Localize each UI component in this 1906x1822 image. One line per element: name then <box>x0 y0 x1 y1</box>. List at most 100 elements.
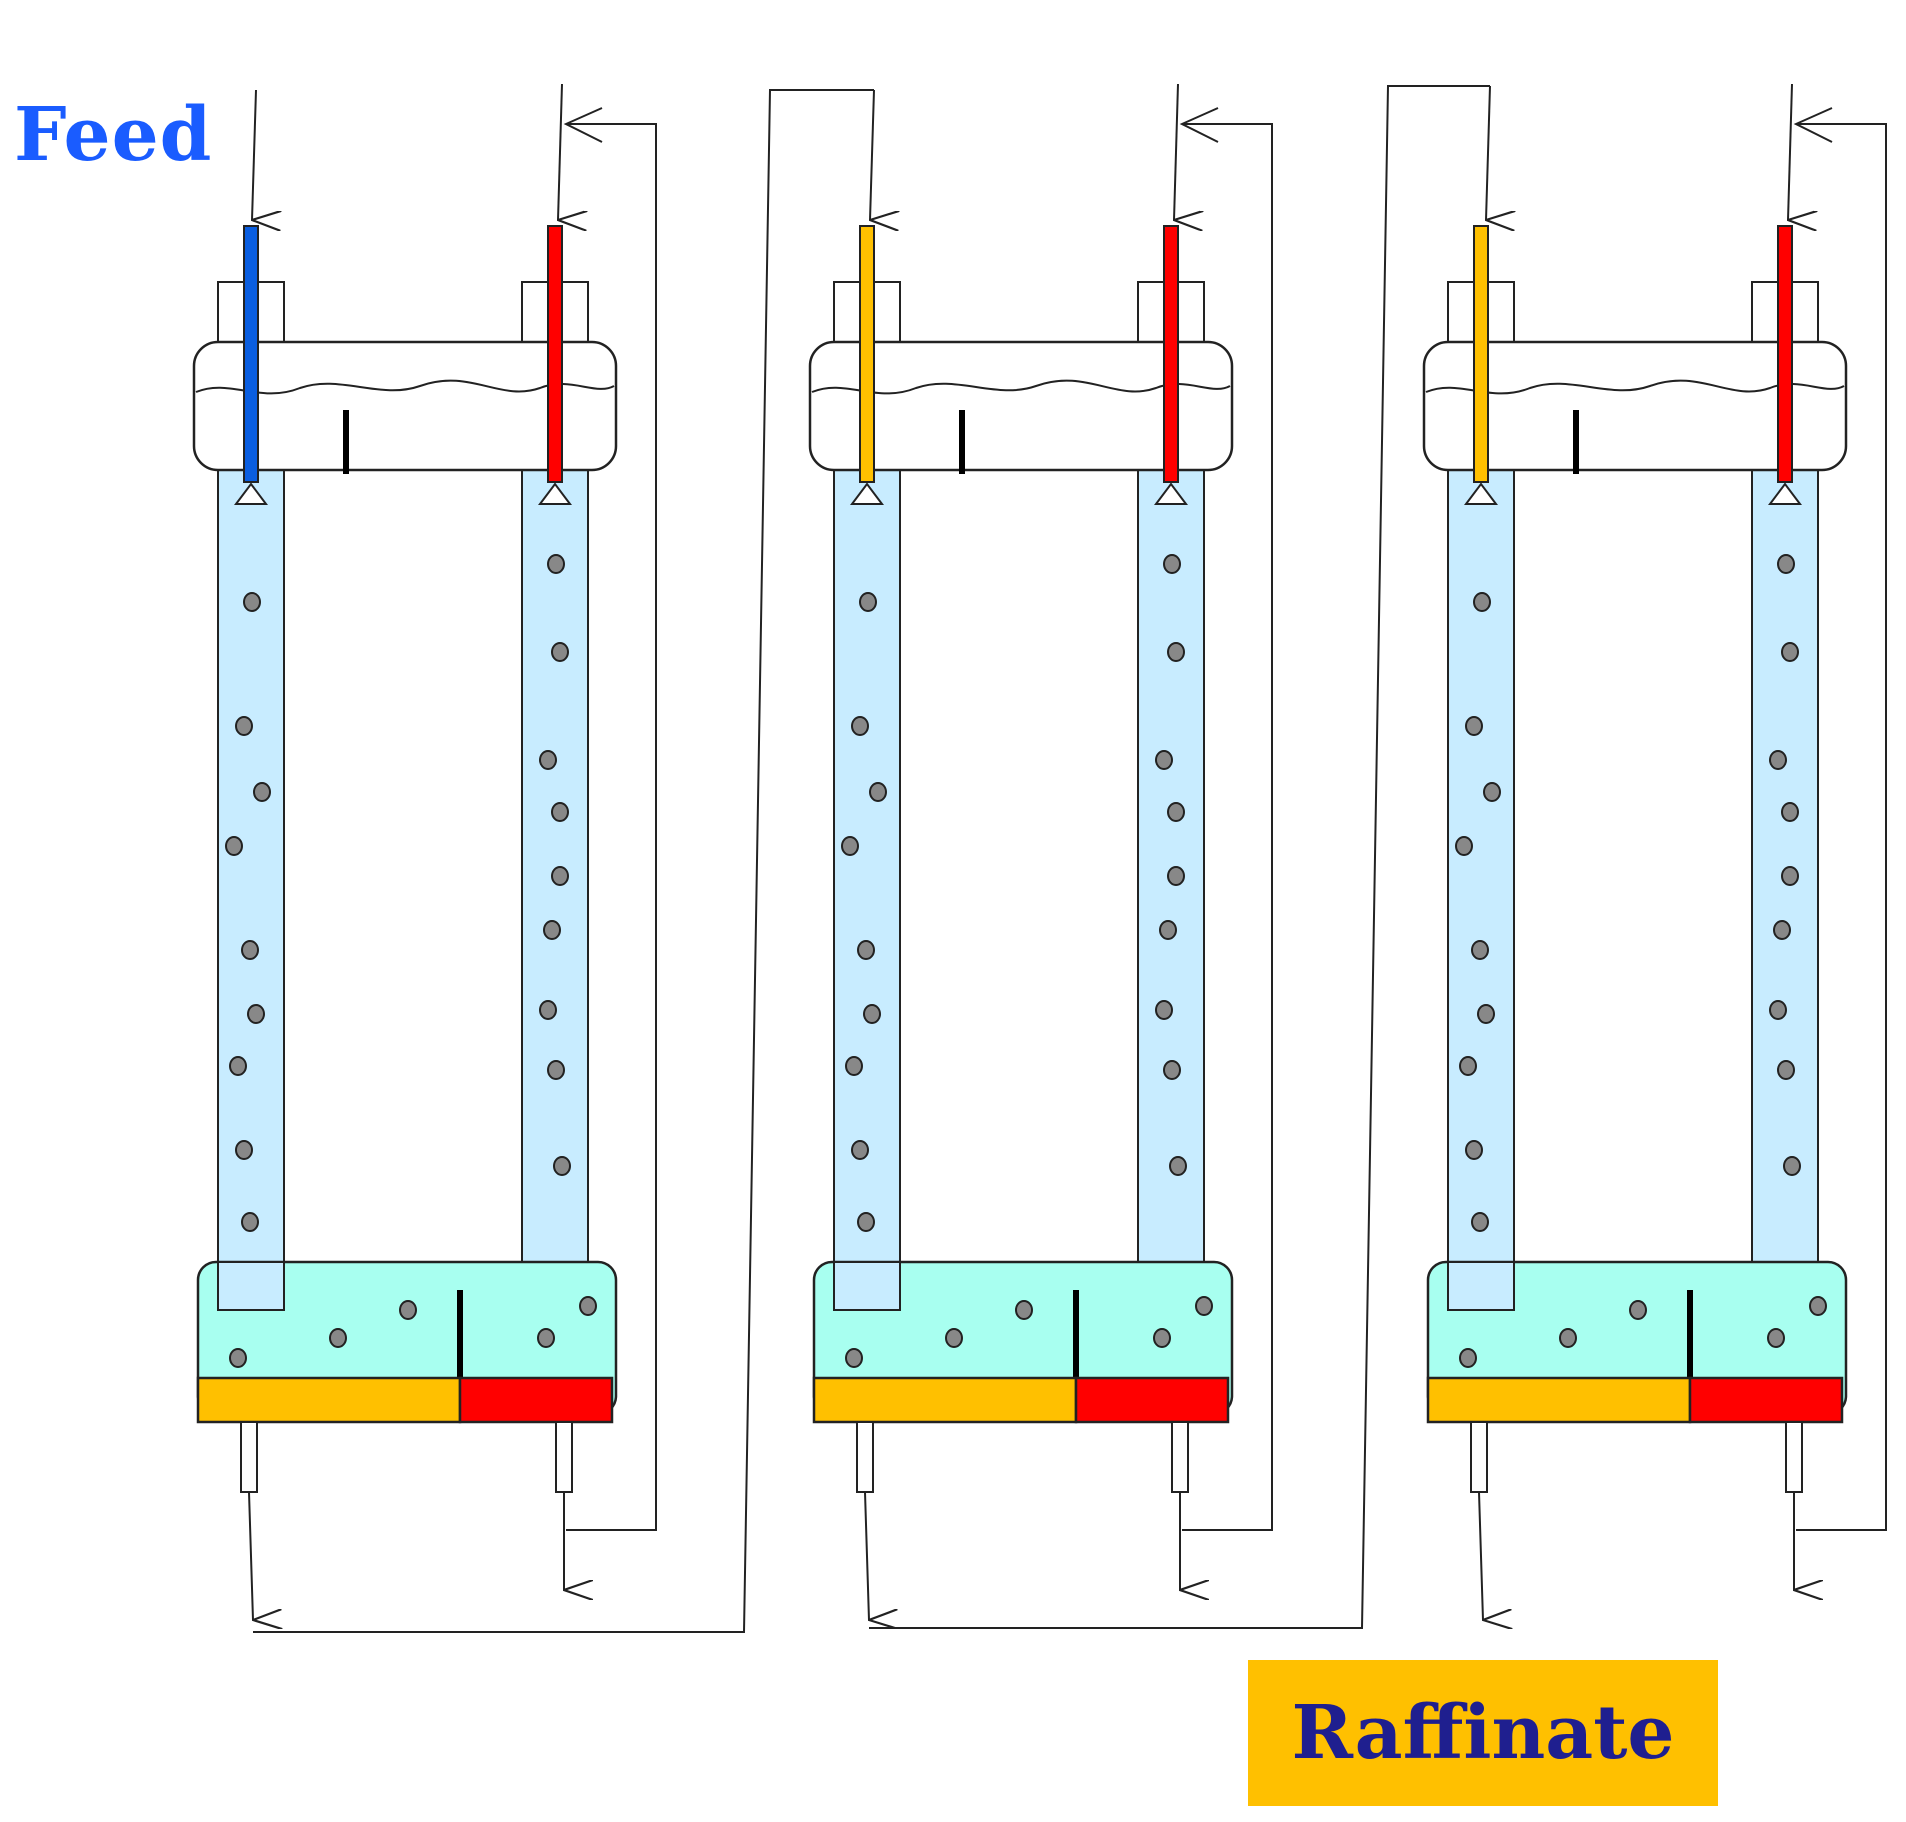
feed-label: Feed <box>14 92 213 178</box>
droplet <box>1163 554 1181 574</box>
raffinate-box: Raffinate <box>1248 1660 1718 1806</box>
light-outlet-stub <box>1470 1421 1488 1493</box>
top-header <box>808 340 1234 472</box>
droplet <box>539 750 557 770</box>
right-inlet-arrow <box>1174 83 1178 220</box>
droplet <box>1777 554 1795 574</box>
right-nozzle <box>1768 482 1802 505</box>
heavy-phase-layer <box>1074 1376 1230 1424</box>
droplet <box>243 592 261 612</box>
droplet <box>1163 1060 1181 1080</box>
interstage-connectors <box>252 85 1490 1633</box>
droplet <box>1195 1296 1213 1316</box>
left-nozzle <box>850 482 884 505</box>
droplet <box>553 1156 571 1176</box>
droplet <box>945 1328 963 1348</box>
left-inlet-pipe <box>243 225 259 483</box>
droplet <box>539 1000 557 1020</box>
droplet <box>869 782 887 802</box>
right-inlet-pipe <box>1163 225 1179 483</box>
heavy-phase-layer <box>458 1376 614 1424</box>
left-inlet-pipe <box>1473 225 1489 483</box>
droplet <box>229 1056 247 1076</box>
droplet <box>543 920 561 940</box>
left-nozzle <box>1464 482 1498 505</box>
droplet <box>857 1212 875 1232</box>
transfer-stage1-to-stage2-arrow <box>870 89 874 220</box>
droplet <box>329 1328 347 1348</box>
droplet <box>851 1140 869 1160</box>
droplet <box>1483 782 1501 802</box>
droplet <box>1629 1300 1647 1320</box>
transfer-stage2-to-stage3-arrow <box>1486 85 1490 220</box>
droplet <box>551 802 569 822</box>
droplet <box>579 1296 597 1316</box>
droplet <box>1773 920 1791 940</box>
droplet <box>1769 1000 1787 1020</box>
droplet <box>235 716 253 736</box>
extraction-stage-1 <box>192 83 657 1620</box>
droplet <box>1767 1328 1785 1348</box>
light-outlet-arrow <box>864 1491 869 1620</box>
feed-inlet-arrow <box>252 89 256 220</box>
droplet <box>1155 1000 1173 1020</box>
transfer-stage2-to-stage3 <box>869 85 1490 1629</box>
right-nozzle <box>538 482 572 505</box>
droplet <box>1465 716 1483 736</box>
droplet <box>1459 1056 1477 1076</box>
droplet <box>863 1004 881 1024</box>
droplet <box>1783 1156 1801 1176</box>
droplet <box>1781 802 1799 822</box>
extraction-stage-2 <box>808 83 1273 1620</box>
droplet <box>547 554 565 574</box>
droplet <box>1477 1004 1495 1024</box>
transfer-stage1-to-stage2 <box>253 89 874 1633</box>
droplet <box>1459 1348 1477 1368</box>
droplet <box>1169 1156 1187 1176</box>
droplet <box>1155 750 1173 770</box>
droplet <box>1153 1328 1171 1348</box>
recycle-line <box>1796 123 1887 1531</box>
recycle-line <box>566 123 657 1531</box>
droplet <box>1471 1212 1489 1232</box>
recycle-arrowhead <box>1179 107 1219 143</box>
extraction-stage-3 <box>1422 83 1887 1620</box>
droplet <box>1159 920 1177 940</box>
top-header <box>1422 340 1848 472</box>
droplet <box>225 836 243 856</box>
droplet <box>253 782 271 802</box>
droplet <box>1167 866 1185 886</box>
right-inlet-pipe <box>1777 225 1793 483</box>
droplet <box>851 716 869 736</box>
droplet <box>1167 642 1185 662</box>
light-outlet-stub <box>856 1421 874 1493</box>
droplet <box>1781 642 1799 662</box>
droplet <box>551 866 569 886</box>
recycle-line <box>1182 123 1273 1531</box>
droplet <box>1777 1060 1795 1080</box>
droplet <box>1465 1140 1483 1160</box>
droplet <box>229 1348 247 1368</box>
light-outlet-stub <box>240 1421 258 1493</box>
heavy-outlet-stub <box>555 1421 573 1493</box>
right-nozzle <box>1154 482 1188 505</box>
light-phase-layer <box>196 1376 462 1424</box>
droplet <box>857 940 875 960</box>
droplet <box>1769 750 1787 770</box>
recycle-arrowhead <box>1793 107 1833 143</box>
droplet <box>547 1060 565 1080</box>
left-inlet-pipe <box>859 225 875 483</box>
left-column-dip <box>1447 1261 1515 1311</box>
droplet <box>1473 592 1491 612</box>
droplet <box>841 836 859 856</box>
light-phase-layer <box>1426 1376 1692 1424</box>
droplet <box>1559 1328 1577 1348</box>
right-column <box>1137 469 1205 1266</box>
droplet <box>1167 802 1185 822</box>
top-header <box>192 340 618 472</box>
left-column-dip <box>217 1261 285 1311</box>
droplet <box>241 940 259 960</box>
heavy-outlet-stub <box>1171 1421 1189 1493</box>
right-column <box>521 469 589 1266</box>
droplet <box>551 642 569 662</box>
